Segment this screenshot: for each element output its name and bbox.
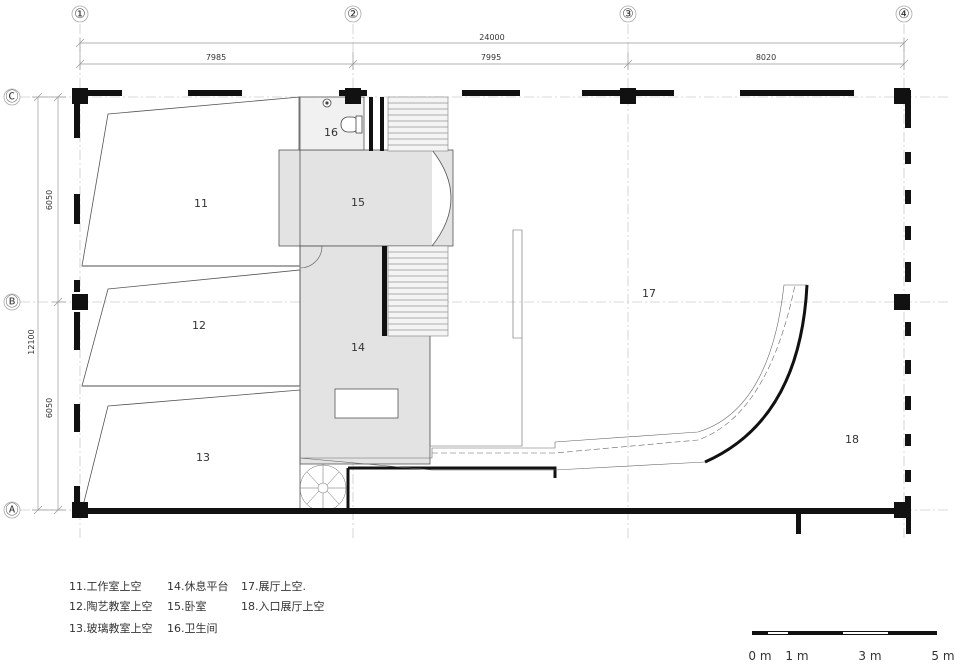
exterior-wall-segments (74, 90, 911, 514)
stair-upper (387, 96, 449, 152)
column (620, 88, 636, 104)
legend-item-15: 15.卧室 (167, 599, 207, 613)
column (894, 294, 910, 310)
grey-areas (278, 96, 454, 465)
room-label-16: 16 (324, 126, 338, 139)
column (894, 88, 910, 104)
room-label-14: 14 (351, 341, 365, 354)
column (345, 88, 361, 104)
scale-label-3: 3 m (858, 649, 881, 663)
grid-label-b: Ⓑ (5, 295, 18, 310)
bedroom-curve (431, 149, 452, 247)
toilet-icon (340, 115, 363, 134)
grid-bubble-b (3, 293, 21, 311)
table (334, 388, 399, 419)
column (72, 88, 88, 104)
void-12 (81, 269, 301, 387)
dimension-lines (32, 38, 909, 515)
room-label-11: 11 (194, 197, 208, 210)
exterior-posts (796, 514, 911, 534)
grid-label-3: ③ (622, 7, 634, 22)
grid-bubble-1 (71, 5, 89, 23)
grid-axes (20, 24, 950, 540)
grid-bubble-2 (344, 5, 362, 23)
dim-total-width: 24000 (479, 33, 504, 42)
grid-bubble-3 (619, 5, 637, 23)
divider-walls (346, 466, 557, 510)
grid-label-c: Ⓒ (5, 90, 18, 105)
grid-bubbles (3, 5, 913, 519)
dim-depth-1: 6050 (45, 190, 54, 210)
dim-bay-3: 8020 (756, 53, 776, 62)
grid-bubble-4 (895, 5, 913, 23)
dim-depth-2: 6050 (45, 398, 54, 418)
legend-item-16: 16.卫生间 (167, 621, 218, 635)
grid-label-a: Ⓐ (5, 503, 18, 518)
legend-item-14: 14.休息平台 (167, 579, 229, 593)
column (72, 294, 88, 310)
structural-columns (72, 88, 910, 518)
void-thin-walls (82, 265, 300, 387)
spiral-stair (299, 464, 347, 512)
dim-bay-1: 7985 (206, 53, 226, 62)
grid-label-2: ② (347, 7, 359, 22)
dim-bay-2: 7995 (481, 53, 501, 62)
washbasin-icon (322, 98, 332, 108)
legend-item-12: 12.陶艺教室上空 (69, 599, 153, 613)
column (72, 502, 88, 518)
dim-total-depth: 12100 (27, 329, 36, 354)
room-label-17: 17 (642, 287, 656, 300)
curved-glass-wall (704, 284, 809, 464)
room-label-18: 18 (845, 433, 859, 446)
grid-bubble-a (3, 501, 21, 519)
legend-item-11: 11.工作室上空 (69, 579, 142, 593)
door-swing (299, 245, 323, 269)
grid-label-1: ① (74, 7, 86, 22)
room-label-12: 12 (192, 319, 206, 332)
void-13 (81, 389, 301, 511)
scale-label-1: 1 m (785, 649, 808, 663)
room-label-15: 15 (351, 196, 365, 209)
stair-lower (387, 245, 449, 337)
scale-label-5: 5 m (931, 649, 954, 663)
bedroom-area (278, 149, 454, 247)
room-label-13: 13 (196, 451, 210, 464)
scale-label-0: 0 m (748, 649, 771, 663)
internal-walls (369, 97, 387, 336)
grid-bubble-c (3, 88, 21, 106)
legend-item-17: 17.展厅上空. (241, 579, 306, 593)
void-outlines (81, 96, 301, 511)
grid-label-4: ④ (898, 7, 910, 22)
void-11 (81, 96, 301, 267)
legend-item-13: 13.玻璃教室上空 (69, 621, 153, 635)
legend: 11.工作室上空 12.陶艺教室上空 13.玻璃教室上空 14.休息平台 15.… (69, 579, 325, 635)
scale-bar (752, 631, 937, 635)
legend-item-18: 18.入口展厅上空 (241, 599, 325, 613)
